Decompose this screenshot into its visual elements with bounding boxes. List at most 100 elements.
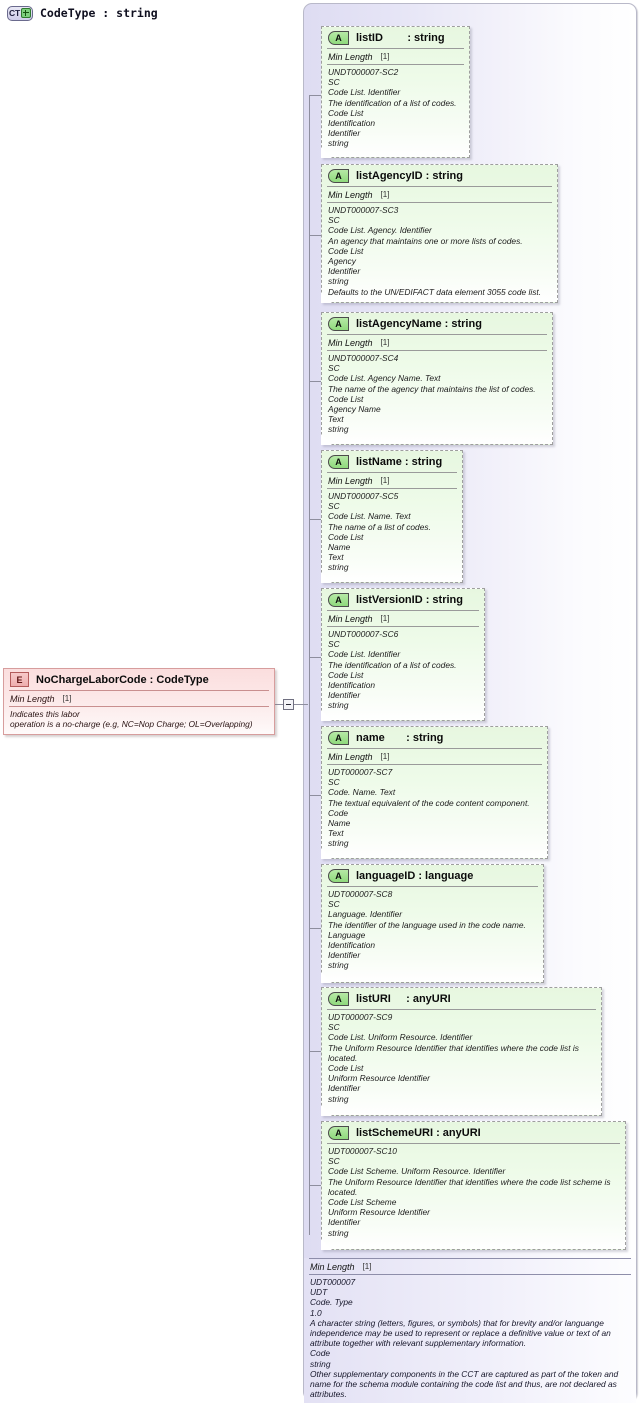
detail-line: SC	[328, 1022, 340, 1033]
attribute-icon: A	[328, 168, 349, 183]
annotation-line: Indicates this labor	[10, 709, 80, 719]
attribute-box-listagencyid[interactable]: A listAgencyID : string Min Length [1] U…	[321, 164, 558, 303]
detail-line: UDT000007-SC8	[328, 889, 393, 899]
detail-line: SC	[328, 77, 340, 88]
detail-line: UDT	[310, 1287, 328, 1298]
detail-line: Identifier	[328, 690, 361, 701]
attribute-box-listagencyname[interactable]: A listAgencyName : string Min Length [1]…	[321, 312, 553, 445]
attribute-details: UNDT000007-SC5 SC Code List. Name. Text …	[322, 489, 462, 577]
basetype-footer: Min Length [1] UDT000007 UDT Code. Type …	[304, 1258, 636, 1404]
detail-line: The identification of a list of codes.	[328, 97, 457, 108]
divider	[327, 472, 457, 473]
element-icon: E	[10, 672, 29, 687]
detail-line: Text	[328, 552, 344, 563]
attribute-details: UDT000007-SC7 SC Code. Name. Text The te…	[322, 765, 547, 853]
detail-line: UDT000007-SC10	[328, 1146, 397, 1156]
attribute-stub	[309, 1185, 321, 1186]
facet-label: Min Length	[328, 51, 373, 62]
element-box-nochargelaborcode[interactable]: E NoChargeLaborCode : CodeType Min Lengt…	[3, 668, 275, 735]
divider	[327, 886, 538, 887]
detail-line: The Uniform Resource Identifier that ide…	[328, 1176, 613, 1197]
attribute-icon: A	[328, 991, 349, 1006]
attribute-header: A listID : string	[322, 27, 469, 48]
attribute-box-listname[interactable]: A listName : string Min Length [1] UNDT0…	[321, 450, 463, 583]
attribute-details: UDT000007-SC9 SC Code List. Uniform Reso…	[322, 1010, 601, 1108]
detail-line: Text	[328, 828, 344, 839]
detail-line: string	[328, 424, 349, 435]
divider	[327, 186, 552, 187]
detail-line: UNDT000007-SC3	[328, 205, 399, 215]
divider	[327, 202, 552, 203]
divider	[327, 1143, 620, 1144]
detail-line: Text	[328, 414, 344, 425]
attribute-details: UNDT000007-SC4 SC Code List. Agency Name…	[322, 351, 552, 439]
attribute-facet-minlength: Min Length [1]	[322, 187, 557, 202]
detail-line: Code List	[328, 1063, 364, 1074]
attribute-header: A languageID : language	[322, 865, 543, 886]
detail-line: Code List. Agency Name. Text	[328, 373, 441, 384]
detail-line: SC	[328, 639, 340, 650]
detail-line: UNDT000007-SC5	[328, 491, 399, 501]
facet-value: [1]	[380, 614, 390, 623]
detail-line: Code List. Uniform Resource. Identifier	[328, 1032, 473, 1043]
detail-line: Code List Scheme	[328, 1197, 397, 1208]
facet-label: Min Length	[310, 1261, 355, 1272]
attribute-icon: A	[328, 1125, 349, 1140]
detail-line: Code List	[328, 393, 364, 404]
detail-line: UNDT000007-SC4	[328, 353, 399, 363]
divider	[327, 334, 547, 335]
facet-label: Min Length	[328, 189, 373, 200]
attribute-box-listuri[interactable]: A listURI : anyURI UDT000007-SC9 SC Code…	[321, 987, 602, 1116]
detail-line: Code List	[328, 245, 364, 256]
attribute-connector-spine	[309, 95, 310, 1235]
attribute-stub	[309, 928, 321, 929]
attribute-title: name : string	[356, 731, 444, 744]
detail-line: string	[328, 138, 349, 149]
detail-line: UDT000007	[310, 1277, 356, 1287]
divider	[327, 64, 464, 65]
detail-line: Code List. Identifier	[328, 87, 401, 98]
attribute-stub	[309, 657, 321, 658]
attribute-facet-minlength: Min Length [1]	[322, 473, 462, 488]
footer-facet-minlength: Min Length [1]	[304, 1259, 636, 1274]
detail-line: Name	[328, 818, 351, 829]
attribute-stub	[309, 235, 321, 236]
collapse-toggle[interactable]	[283, 699, 294, 710]
detail-line: Uniform Resource Identifier	[328, 1073, 430, 1084]
attribute-box-languageid[interactable]: A languageID : language UDT000007-SC8 SC…	[321, 864, 544, 983]
attribute-header: A listURI : anyURI	[322, 988, 601, 1009]
facet-label: Min Length	[10, 693, 55, 704]
detail-line: Code. Type	[310, 1297, 353, 1308]
attribute-icon: A	[328, 592, 349, 607]
detail-line: Language. Identifier	[328, 909, 403, 920]
detail-line: Agency Name	[328, 404, 381, 415]
attribute-box-listschemeuri[interactable]: A listSchemeURI : anyURI UDT000007-SC10 …	[321, 1121, 626, 1250]
attribute-stub	[309, 519, 321, 520]
detail-line: Name	[328, 542, 351, 553]
attribute-facet-minlength: Min Length [1]	[322, 749, 547, 764]
attribute-title: listSchemeURI : anyURI	[356, 1126, 481, 1139]
detail-line: string	[328, 1227, 349, 1238]
detail-line: Identification	[328, 940, 376, 951]
plus-icon[interactable]	[20, 8, 31, 18]
attribute-header: A listAgencyName : string	[322, 313, 552, 334]
attribute-facet-minlength: Min Length [1]	[322, 335, 552, 350]
detail-line: Code List	[328, 669, 364, 680]
attribute-box-listversionid[interactable]: A listVersionID : string Min Length [1] …	[321, 588, 485, 721]
divider	[327, 626, 479, 627]
annotation-line: operation is a no-charge (e.g, NC=Nop Ch…	[10, 719, 253, 730]
detail-line: The name of the agency that maintains th…	[328, 383, 536, 394]
attribute-box-name[interactable]: A name : string Min Length [1] UDT000007…	[321, 726, 548, 859]
attribute-title: listVersionID : string	[356, 593, 463, 606]
facet-value: [1]	[362, 1262, 372, 1271]
attribute-stub	[309, 1051, 321, 1052]
divider	[309, 1258, 631, 1259]
detail-line: string	[328, 276, 349, 287]
attribute-box-listid[interactable]: A listID : string Min Length [1] UNDT000…	[321, 26, 470, 158]
detail-line: Language	[328, 929, 366, 940]
facet-label: Min Length	[328, 613, 373, 624]
attribute-facet-minlength: Min Length [1]	[322, 611, 484, 626]
element-annotation: Indicates this labor operation is a no-c…	[4, 707, 274, 734]
detail-line: string	[328, 960, 349, 971]
